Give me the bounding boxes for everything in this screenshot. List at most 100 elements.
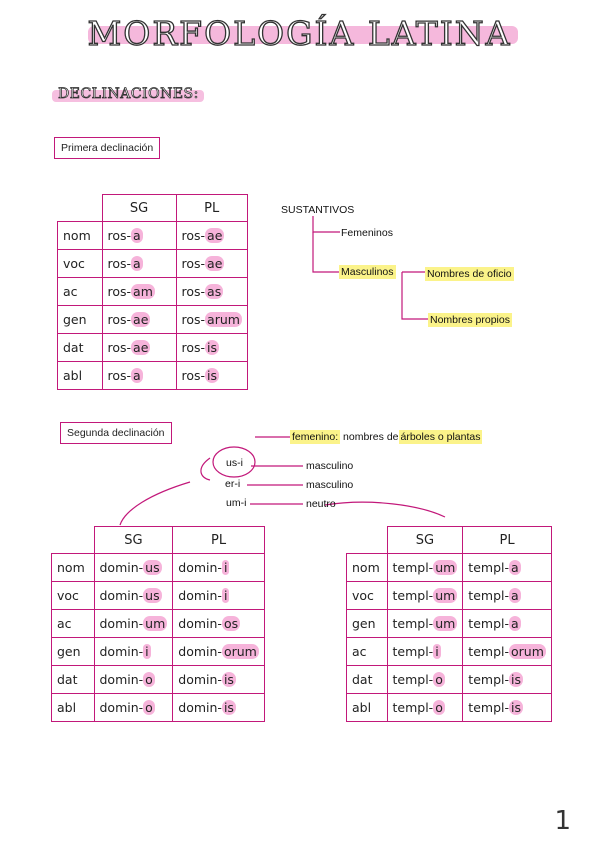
sg-form: ros-ae	[101, 333, 177, 362]
case-label: voc	[57, 249, 103, 278]
ending: us	[143, 588, 162, 603]
table-row: voc ros-a ros-ae	[57, 249, 248, 278]
table-row: ac templ-i templ-orum	[346, 637, 552, 666]
table-row: ac domin-um domin-os	[51, 609, 265, 638]
ending: is	[508, 672, 523, 687]
stem: templ-	[392, 700, 434, 715]
case-label: nom	[346, 553, 388, 582]
pl-form: domin-is	[172, 665, 265, 694]
table-row: nom domin-us domin-i	[51, 553, 265, 582]
sg-form: templ-o	[386, 665, 464, 694]
table-corner	[346, 526, 388, 554]
stem: templ-	[468, 560, 509, 575]
case-label: voc	[51, 581, 95, 610]
stem: templ-	[392, 560, 434, 575]
ending: i	[221, 588, 230, 603]
ending: um	[433, 560, 458, 575]
stem: ros-	[107, 284, 132, 299]
masculinos-label: Masculinos	[339, 265, 396, 279]
pl-form: domin-orum	[172, 637, 265, 666]
stem: templ-	[468, 644, 509, 659]
stem: templ-	[392, 644, 434, 659]
femeninos-label: Femeninos	[341, 227, 393, 239]
case-label: abl	[57, 361, 103, 390]
ending: a	[131, 256, 143, 271]
case-label: nom	[51, 553, 95, 582]
sg-form: templ-um	[386, 553, 464, 582]
ending: as	[205, 284, 224, 299]
pl-form: templ-is	[462, 693, 552, 722]
page-title: MORFOLOGÍA LATINA	[87, 13, 512, 53]
table-row: gen domin-i domin-orum	[51, 637, 265, 666]
pl-form: templ-a	[462, 609, 552, 638]
pl-form: domin-i	[172, 553, 265, 582]
sg-form: ros-a	[101, 361, 177, 390]
ending: is	[221, 700, 236, 715]
case-label: ac	[51, 609, 95, 638]
stem: domin-	[178, 588, 222, 603]
stem: templ-	[468, 588, 509, 603]
stem: ros-	[181, 368, 206, 383]
stem: domin-	[99, 700, 144, 715]
table-row: dat domin-o domin-is	[51, 665, 265, 694]
ending: o	[433, 700, 445, 715]
usi-label: us-i	[226, 457, 243, 469]
pl-form: templ-a	[462, 553, 552, 582]
ending: orum	[221, 644, 259, 659]
table-row: gen templ-um templ-a	[346, 609, 552, 638]
usi-circle	[212, 446, 256, 478]
stem: templ-	[468, 700, 509, 715]
stem: ros-	[107, 228, 132, 243]
sg-form: templ-o	[386, 693, 464, 722]
stem: ros-	[181, 312, 206, 327]
ending: a	[508, 588, 521, 603]
eri-label: er-i	[225, 478, 241, 490]
ending: os	[221, 616, 241, 631]
sg-form: templ-i	[386, 637, 464, 666]
header-sg: SG	[93, 526, 174, 554]
sg-form: ros-a	[101, 249, 177, 278]
pl-form: domin-is	[172, 693, 265, 722]
sg-form: templ-um	[386, 581, 464, 610]
femenino-keyword: femenino:	[290, 430, 341, 444]
ending: o	[143, 700, 155, 715]
stem: templ-	[392, 616, 434, 631]
table-row: voc templ-um templ-a	[346, 581, 552, 610]
stem: templ-	[468, 616, 509, 631]
ending: o	[143, 672, 155, 687]
stem: templ-	[392, 588, 434, 603]
stem: templ-	[392, 672, 434, 687]
ending: a	[131, 368, 143, 383]
table-row: abl templ-o templ-is	[346, 693, 552, 722]
ending: i	[433, 644, 441, 659]
sg-form: domin-o	[93, 665, 174, 694]
stem: ros-	[181, 256, 206, 271]
stem: domin-	[178, 672, 222, 687]
sg-form: templ-um	[386, 609, 464, 638]
neutro-label: neutro	[306, 498, 336, 510]
sg-form: domin-us	[93, 581, 174, 610]
pl-form: ros-arum	[175, 305, 248, 334]
table-row: voc domin-us domin-i	[51, 581, 265, 610]
ending: o	[433, 672, 445, 687]
stem: domin-	[178, 560, 222, 575]
case-label: gen	[346, 609, 388, 638]
table-row: ac ros-am ros-as	[57, 277, 248, 306]
case-label: dat	[51, 665, 95, 694]
stem: ros-	[107, 256, 132, 271]
sg-form: ros-am	[101, 277, 177, 306]
ending: is	[508, 700, 523, 715]
stem: domin-	[99, 672, 144, 687]
ending: a	[508, 616, 521, 631]
case-label: ac	[57, 277, 103, 306]
stem: domin-	[178, 700, 222, 715]
femenino-highlight: árboles o plantas	[398, 430, 483, 444]
tree-line-femeninos	[312, 216, 340, 233]
table-row: nom ros-a ros-ae	[57, 221, 248, 250]
stem: ros-	[107, 340, 132, 355]
case-label: gen	[51, 637, 95, 666]
segunda-label: Segunda declinación	[60, 422, 172, 444]
ending: ae	[205, 228, 225, 243]
umi-label: um-i	[226, 497, 247, 509]
